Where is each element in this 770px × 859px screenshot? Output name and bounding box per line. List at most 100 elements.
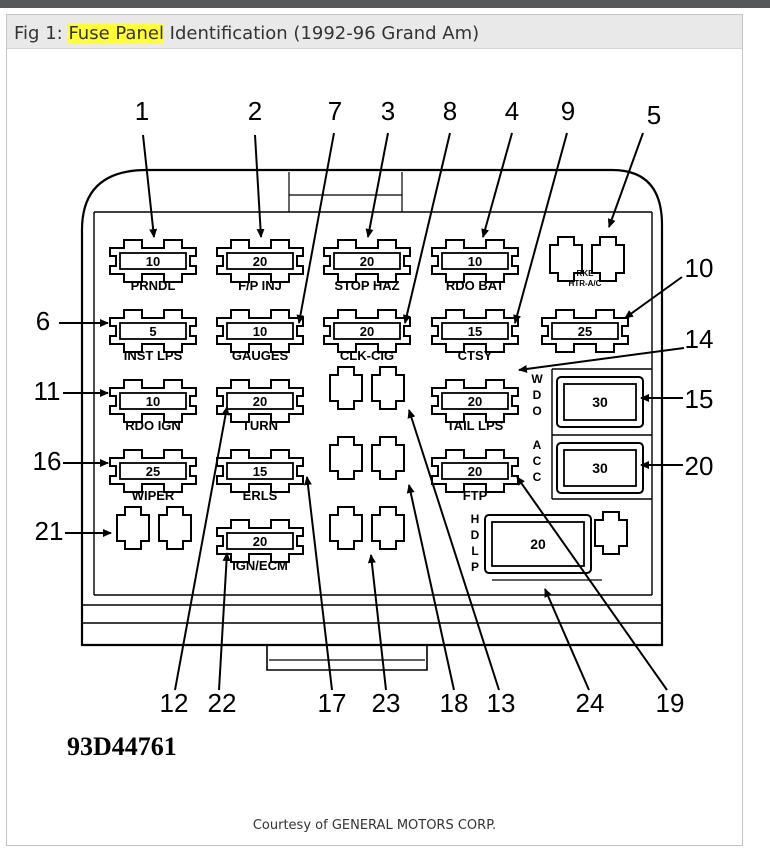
circuit-breaker-15-label-3: O xyxy=(532,404,541,418)
fuse-19-amperage: 20 xyxy=(468,464,482,479)
fuse-16-amperage: 25 xyxy=(146,464,160,479)
fuse-3-amperage: 20 xyxy=(360,254,374,269)
fuse-9-label: CTSY xyxy=(458,348,493,363)
circuit-breaker-20-amperage: 30 xyxy=(592,460,608,476)
callout-arrow-23 xyxy=(367,554,387,691)
callout-19: 19 xyxy=(656,688,685,718)
fuse-11-amperage: 10 xyxy=(146,394,160,409)
callout-21: 21 xyxy=(35,516,64,546)
callout-arrow-2 xyxy=(254,134,265,238)
circuit-breaker-24-label-4: P xyxy=(471,560,479,574)
fuse-8-label: CLK-CIG xyxy=(340,348,394,363)
fuse-5-label-line1: RKE xyxy=(577,269,595,278)
callout-11: 11 xyxy=(34,376,61,406)
fuse-19-label: FTP xyxy=(463,488,488,503)
callout-arrow-5 xyxy=(607,132,644,228)
fuse-2-label: F/P INJ xyxy=(238,278,282,293)
fuse-9-amperage: 15 xyxy=(468,324,482,339)
part-number: 93D44761 xyxy=(67,732,177,761)
fuse-4-amperage: 10 xyxy=(468,254,482,269)
fuse-1-label: PRNDL xyxy=(131,278,176,293)
callout-12: 12 xyxy=(160,688,189,718)
circuit-breaker-24-label-2: D xyxy=(471,528,480,542)
callout-4: 4 xyxy=(505,96,519,126)
figure-panel: Fig 1: Fuse Panel Identification (1992-9… xyxy=(6,14,743,846)
callout-24: 24 xyxy=(576,688,605,718)
fuse-2-amperage: 20 xyxy=(253,254,267,269)
callout-7: 7 xyxy=(328,96,342,126)
empty-fuse-cavity-4 xyxy=(371,436,405,480)
fuse-17-label: ERLS xyxy=(243,488,278,503)
callout-10: 10 xyxy=(685,253,714,283)
callout-2: 2 xyxy=(248,96,262,126)
fuse-1-amperage: 10 xyxy=(146,254,160,269)
circuit-breaker-15-amperage: 30 xyxy=(592,394,608,410)
callout-3: 3 xyxy=(381,96,395,126)
callout-arrow-9 xyxy=(513,132,568,324)
callout-18: 18 xyxy=(440,688,469,718)
fuse-17-amperage: 15 xyxy=(253,464,267,479)
callout-17: 17 xyxy=(318,688,347,718)
caption-highlight: Fuse Panel xyxy=(68,23,164,44)
callout-23: 23 xyxy=(372,688,401,718)
caption-text: Fig 1: Fuse Panel Identification (1992-9… xyxy=(14,23,479,44)
fuse-14-label: TAIL LPS xyxy=(447,418,504,433)
fuse-16-label: WIPER xyxy=(132,488,175,503)
circuit-breaker-15-label-1: W xyxy=(531,372,543,386)
callout-6: 6 xyxy=(36,306,50,336)
empty-fuse-cavity-1 xyxy=(329,366,363,410)
callout-arrow-4 xyxy=(481,132,513,238)
empty-fuse-cavity-7 xyxy=(116,506,150,550)
caption-prefix: Fig 1: xyxy=(14,23,69,44)
circuit-breaker-24-amperage: 20 xyxy=(530,536,546,552)
figure-caption: Fig 1: Fuse Panel Identification (1992-9… xyxy=(7,15,742,49)
fuse-10: 25 xyxy=(541,309,629,353)
empty-fuse-cavity-8 xyxy=(158,506,192,550)
callout-arrows xyxy=(59,132,685,691)
callout-arrow-1 xyxy=(142,134,158,238)
callout-arrow-10 xyxy=(624,276,683,319)
fuse-22-amperage: 20 xyxy=(253,534,267,549)
fuse-8-amperage: 20 xyxy=(360,324,374,339)
empty-fuse-cavity-6 xyxy=(371,506,405,550)
window-top-bar xyxy=(0,0,770,8)
callout-13: 13 xyxy=(487,688,516,718)
callout-8: 8 xyxy=(443,96,457,126)
fuse-3-label: STOP HAZ xyxy=(334,278,399,293)
panel-outline xyxy=(80,168,664,671)
callout-9: 9 xyxy=(561,96,575,126)
callout-arrow-8 xyxy=(402,132,451,324)
credit-line: Courtesy of GENERAL MOTORS CORP. xyxy=(252,818,497,833)
callout-arrow-18 xyxy=(406,484,455,691)
callout-16: 16 xyxy=(33,446,62,476)
fuse-10-amperage: 25 xyxy=(578,324,592,339)
callout-arrow-24 xyxy=(544,588,590,691)
circuit-breaker-24-label-3: L xyxy=(471,544,478,558)
callout-arrow-17 xyxy=(303,476,333,691)
fuse-11-label: RDO IGN xyxy=(125,418,181,433)
fuse-12-amperage: 20 xyxy=(253,394,267,409)
caption-suffix: Identification (1992-96 Grand Am) xyxy=(163,23,480,44)
callout-1: 1 xyxy=(135,96,149,126)
callout-22: 22 xyxy=(208,688,237,718)
empty-fuse-cavity-9 xyxy=(594,511,628,555)
callout-arrow-3 xyxy=(365,132,389,238)
callout-arrow-19 xyxy=(516,476,668,691)
fuse-12-label: TURN xyxy=(242,418,278,433)
fuse-22-label: IGN/ECM xyxy=(232,558,288,573)
